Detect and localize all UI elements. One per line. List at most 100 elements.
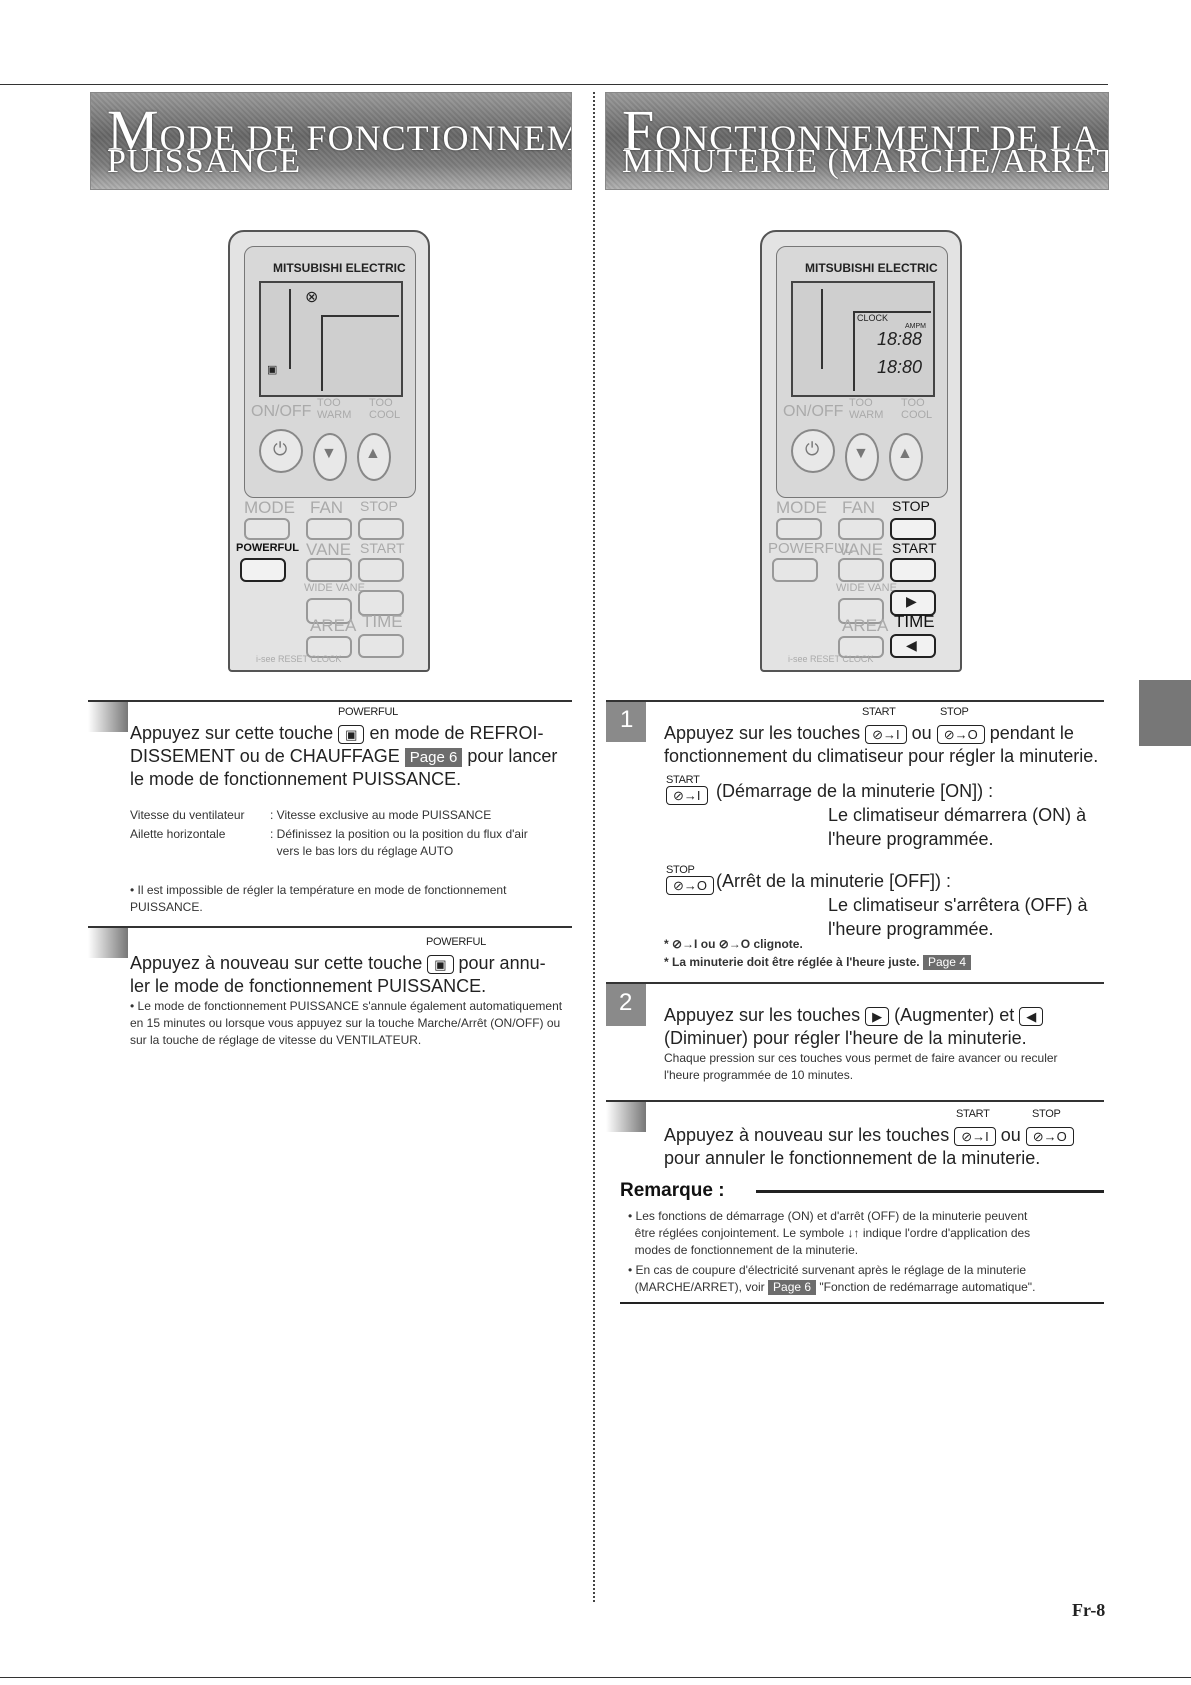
right-remote-area-label: AREA [842, 616, 889, 635]
page-ref-badge: Page 6 [768, 1280, 817, 1295]
left-remote-up-button: ▲ [357, 433, 391, 481]
left-title-initial: M [107, 98, 160, 163]
left-step2-note: • Le mode de fonctionnement PUISSANCE s'… [130, 999, 563, 1047]
right-stop-result-a: Le climatiseur s'arrêtera (OFF) à [828, 895, 1088, 915]
right-lcd-digits2: 18:80 [877, 357, 923, 377]
left-remote-down-button: ▼ [313, 433, 347, 481]
top-rule [0, 84, 1108, 85]
right-remote-powerful-label: POWERFUL [768, 540, 854, 557]
left-remote-widevane-label: WIDE VANE [304, 582, 365, 594]
right-arrow-icon: ▶ [906, 593, 917, 609]
remark-title: Remarque : [620, 1180, 725, 1201]
right-remote-time-label: TIME [894, 612, 935, 631]
page-ref-badge: Page 4 [922, 955, 971, 970]
left-remote-bottom-labels: i-see RESET CLOCK [256, 654, 342, 664]
left-step2-key-label: POWERFUL [426, 936, 486, 948]
right-step3-stop-label: STOP [1032, 1108, 1061, 1120]
powerful-key-icon: ▣ [427, 954, 454, 974]
left-remote-start-button [358, 558, 404, 582]
right-remote-toocool-label: TOO COOL [901, 397, 933, 421]
remark-bottom-rule [620, 1302, 1104, 1304]
left-remote-widevane-button [306, 598, 352, 624]
right-step1-rule [606, 700, 1104, 702]
right-arrow-key-icon: ▶ [865, 1006, 890, 1026]
right-start-result-b: l'heure programmée. [828, 829, 994, 849]
left-remote-fan-button [306, 518, 352, 540]
right-remote-brand: MITSUBISHI ELECTRIC [805, 261, 938, 275]
left-step2-text: Appuyez à nouveau sur cette touche ▣ pou… [130, 953, 546, 996]
left-title-line2: PUISSANCE [107, 143, 302, 180]
right-stop-result-b: l'heure programmée. [828, 919, 994, 939]
down-icon: ▼ [853, 445, 869, 462]
right-remote-widevane-button [838, 598, 884, 624]
up-icon: ▲ [897, 445, 913, 462]
timer-start-key-icon: ⊘→I [865, 724, 907, 744]
left-arrow-key-icon: ◀ [1019, 1006, 1044, 1026]
bottom-rule [0, 1677, 1191, 1678]
timer-start-key-icon: ⊘→I [954, 1126, 996, 1146]
right-start-small-label: START [666, 774, 700, 786]
left-remote-power-button: ⏻ [259, 429, 303, 473]
right-step3-start-label: START [956, 1108, 990, 1120]
left-step1-detail1-label: Vitesse du ventilateur [130, 808, 245, 822]
right-remote-widevane-label: WIDE VANE [836, 582, 897, 594]
right-remote-bottom-labels: i-see RESET CLOCK [788, 654, 874, 664]
right-remote-stop-button [890, 518, 936, 540]
remark-item1: • Les fonctions de démarrage (ON) et d'a… [628, 1209, 1031, 1257]
right-remote-power-button: ⏻ [791, 429, 835, 473]
right-step1-note1: * ⊘→I ou ⊘→O clignote. [664, 937, 803, 951]
left-step1-text: Appuyez sur cette touche ▣ en mode de RE… [130, 723, 558, 789]
right-remote-stop-label: STOP [892, 498, 930, 514]
remark-item2: • En cas de coupure d'électricité surven… [628, 1263, 1036, 1295]
right-remote-fan-label: FAN [842, 498, 876, 517]
powerful-key-icon: ▣ [338, 724, 365, 744]
right-remote-onoff-label: ON/OFF [783, 403, 844, 420]
left-remote-start-label: START [360, 540, 405, 556]
timer-stop-key-icon: ⊘→O [666, 876, 715, 895]
right-step2-note: Chaque pression sur ces touches vous per… [664, 1051, 1058, 1082]
left-remote-powerful-button [240, 558, 286, 582]
right-remote-decrease-button: ◀ [890, 634, 936, 658]
right-remote-increase-button: ▶ [890, 590, 936, 616]
right-remote-lcd: CLOCK AMPM 18:88 18:80 [791, 281, 935, 397]
column-divider [593, 92, 595, 1602]
left-lcd-powerful-icon: ▣ [267, 364, 278, 376]
right-start-result-a: Le climatiseur démarrera (ON) à [828, 805, 1087, 825]
left-remote-brand: MITSUBISHI ELECTRIC [273, 261, 406, 275]
left-remote-powerful-label: POWERFUL [236, 542, 299, 554]
left-step1-detail1-value: : Vitesse exclusive au mode PUISSANCE [270, 808, 492, 822]
right-step3-rule [606, 1100, 1104, 1102]
right-step1-stop-label: STOP [940, 706, 969, 718]
right-lcd-ampm: AMPM [905, 323, 926, 330]
left-remote-onoff-label: ON/OFF [251, 403, 312, 420]
order-symbol-icon: ↓↑ [847, 1226, 860, 1240]
right-title-line1: FONCTIONNEMENT DE LA [622, 98, 1100, 163]
left-remote-area-label: AREA [310, 616, 357, 635]
left-step2-marker [88, 926, 128, 958]
right-lcd-digits1: 18:88 [877, 329, 923, 349]
timer-start-key-icon: ⊘→I [666, 786, 708, 805]
left-arrow-icon: ◀ [906, 637, 917, 653]
left-remote-time-label: TIME [362, 612, 403, 631]
left-remote-increase-button [358, 590, 404, 616]
timer-stop-key-icon: ⊘→O [1025, 1126, 1074, 1146]
right-remote-illustration: MITSUBISHI ELECTRIC CLOCK AMPM 18:88 18:… [760, 230, 962, 672]
right-remote-powerful-button [772, 558, 818, 582]
right-lcd-clock: CLOCK [857, 313, 889, 323]
left-remote-toowarm-label: TOO WARM [317, 397, 352, 421]
left-remote-decrease-button [358, 634, 404, 658]
right-step3-marker [606, 1100, 646, 1132]
left-remote-vane-label: VANE [306, 540, 352, 559]
right-title-initial: F [622, 98, 656, 163]
right-stop-desc: (Arrêt de la minuterie [OFF]) : [716, 871, 952, 891]
left-step1-marker [88, 700, 128, 732]
left-step1-detail2-label: Ailette horizontale [130, 827, 226, 841]
left-remote-illustration: MITSUBISHI ELECTRIC ⊗ ▣ ON/OFF TOO WARM … [228, 230, 430, 672]
right-remote-top-panel: MITSUBISHI ELECTRIC CLOCK AMPM 18:88 18:… [776, 246, 948, 498]
right-remote-start-label: START [892, 540, 937, 556]
right-remote-down-button: ▼ [845, 433, 879, 481]
right-remote-mode-button [776, 518, 822, 540]
down-icon: ▼ [321, 445, 337, 462]
left-remote-fan-label: FAN [310, 498, 344, 517]
left-remote-lcd: ⊗ ▣ [259, 281, 403, 397]
